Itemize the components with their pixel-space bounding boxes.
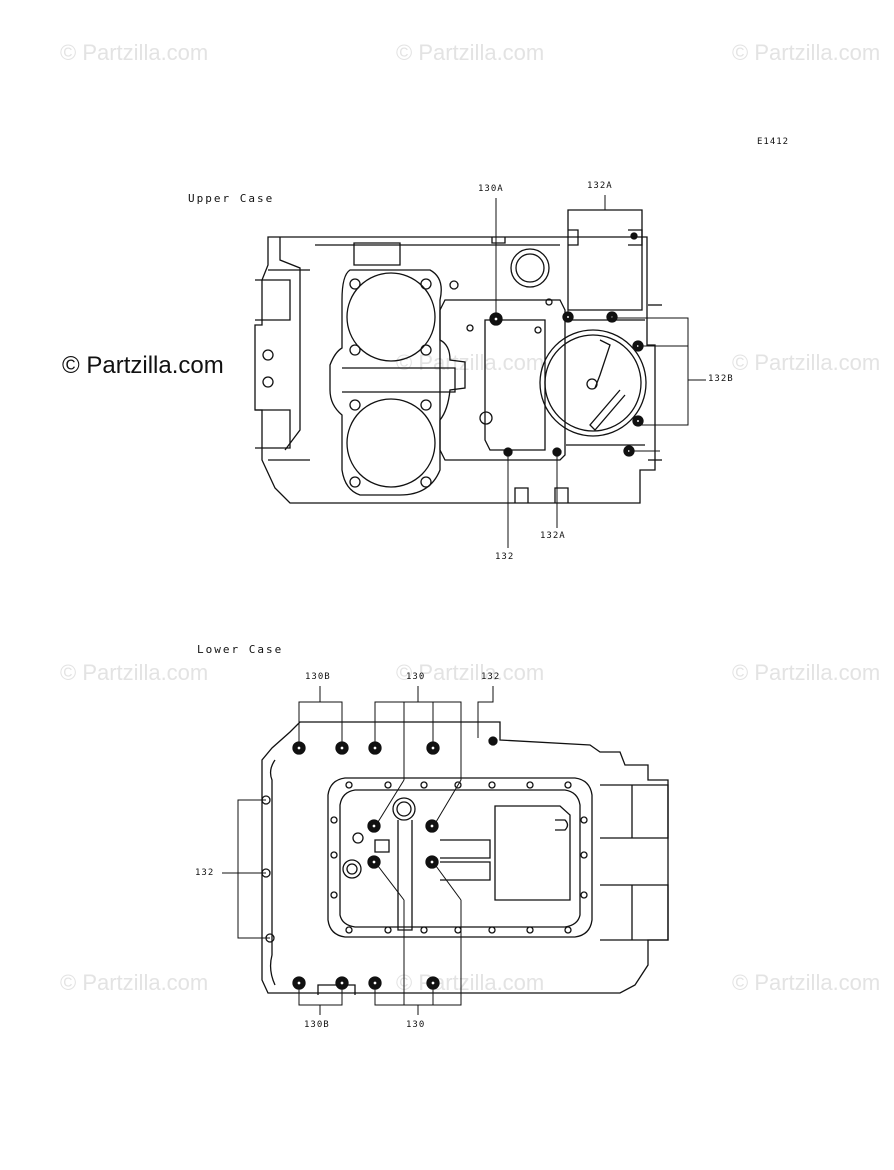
label-132-upper: 132 bbox=[495, 552, 515, 562]
diagram-code: E1412 bbox=[757, 137, 790, 147]
watermark-1: © Partzilla.com bbox=[60, 40, 209, 65]
watermark-2: © Partzilla.com bbox=[396, 40, 545, 65]
label-130-top: 130 bbox=[406, 672, 426, 682]
watermark-4: © Partzilla.com bbox=[396, 350, 545, 375]
label-132-left: 132 bbox=[195, 868, 215, 878]
watermark-5: © Partzilla.com bbox=[732, 350, 881, 375]
watermark-7: © Partzilla.com bbox=[396, 660, 545, 685]
upper-case-title: Upper Case bbox=[188, 192, 275, 205]
watermark-6: © Partzilla.com bbox=[60, 660, 209, 685]
label-132B: 132B bbox=[708, 374, 734, 384]
label-130-bottom: 130 bbox=[406, 1020, 426, 1030]
watermark-10: © Partzilla.com bbox=[396, 970, 545, 995]
upper-case-drawing bbox=[255, 195, 706, 548]
label-132A-bottom: 132A bbox=[540, 531, 566, 541]
label-132-top: 132 bbox=[481, 672, 501, 682]
watermark-3: © Partzilla.com bbox=[732, 40, 881, 65]
label-130B-bottom: 130B bbox=[304, 1020, 330, 1030]
lower-case-title: Lower Case bbox=[197, 643, 284, 656]
label-130B-top: 130B bbox=[305, 672, 331, 682]
watermark-11: © Partzilla.com bbox=[732, 970, 881, 995]
lower-case-drawing bbox=[222, 686, 668, 1015]
label-132A-top: 132A bbox=[587, 181, 613, 191]
partzilla-watermark-main: © Partzilla.com bbox=[62, 352, 224, 379]
label-130A: 130A bbox=[478, 184, 504, 194]
watermark-8: © Partzilla.com bbox=[732, 660, 881, 685]
watermark-9: © Partzilla.com bbox=[60, 970, 209, 995]
